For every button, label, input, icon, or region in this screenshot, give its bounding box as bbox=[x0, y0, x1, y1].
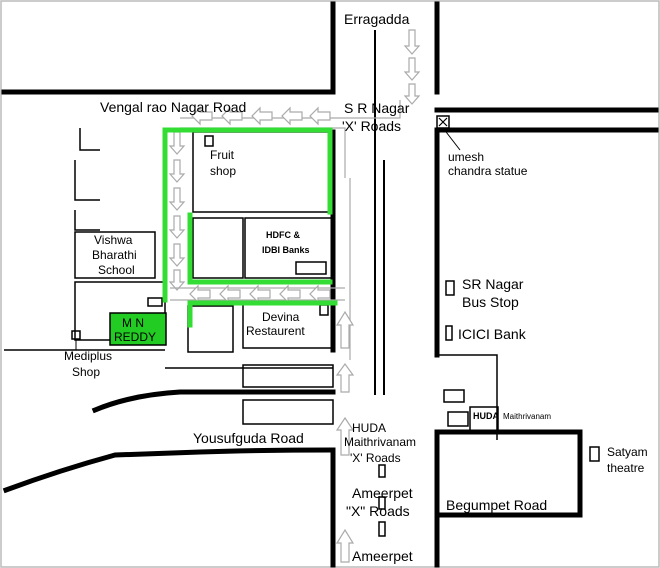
label-devina-2: Restaurent bbox=[246, 324, 305, 338]
label-huda-x-roads-2: Maithrivanam bbox=[344, 435, 416, 449]
label-hdfc-2: IDBI Banks bbox=[262, 245, 310, 255]
label-mediplus-2: Shop bbox=[72, 365, 100, 379]
label-umesh-1: umesh bbox=[448, 150, 484, 164]
label-satyam-1: Satyam bbox=[607, 445, 648, 459]
direction-arrows bbox=[168, 29, 421, 563]
label-mn-reddy-1: M N bbox=[122, 316, 144, 330]
label-yousufguda-road: Yousufguda Road bbox=[193, 430, 304, 446]
label-sr-bus-stop-2: Bus Stop bbox=[462, 294, 519, 310]
label-ameerpet-x-roads-1: Ameerpet bbox=[352, 485, 413, 501]
label-hdfc-1: HDFC & bbox=[266, 230, 300, 240]
label-erragadda: Erragadda bbox=[344, 11, 410, 27]
label-fruit-shop-1: Fruit bbox=[210, 148, 235, 162]
label-fruit-shop-2: shop bbox=[210, 164, 236, 178]
label-school-2: Bharathi bbox=[92, 248, 137, 262]
label-school-1: Vishwa bbox=[94, 233, 133, 247]
label-mn-reddy-2: REDDY bbox=[114, 330, 156, 344]
label-sr-bus-stop-1: SR Nagar bbox=[462, 276, 524, 292]
route-to-destination bbox=[162, 127, 338, 328]
label-huda-maithrivanam-1: HUDA bbox=[473, 411, 499, 421]
label-huda-x-roads-3: 'X' Roads bbox=[350, 451, 401, 465]
label-devina-1: Devina bbox=[262, 310, 300, 324]
label-ameerpet: Ameerpet bbox=[352, 548, 413, 564]
label-huda-x-roads-1: HUDA bbox=[352, 421, 386, 435]
label-huda-maithrivanam-2: Maithrivanam bbox=[503, 412, 551, 421]
label-vengal-rao-road: Vengal rao Nagar Road bbox=[100, 99, 246, 115]
destination-marker bbox=[109, 312, 167, 346]
block-outlines bbox=[4, 115, 600, 537]
label-begumpet-road: Begumpet Road bbox=[446, 497, 547, 513]
label-icici-bank: ICICI Bank bbox=[458, 326, 527, 342]
label-sr-nagar-x-roads-2: 'X' Roads bbox=[342, 118, 401, 134]
label-sr-nagar-x-roads-1: S R Nagar bbox=[344, 100, 410, 116]
label-umesh-2: chandra statue bbox=[448, 164, 528, 178]
label-mediplus-1: Mediplus bbox=[64, 349, 112, 363]
label-school-3: School bbox=[98, 263, 135, 277]
label-satyam-2: theatre bbox=[607, 461, 645, 475]
label-ameerpet-x-roads-2: "X" Roads bbox=[346, 503, 410, 519]
